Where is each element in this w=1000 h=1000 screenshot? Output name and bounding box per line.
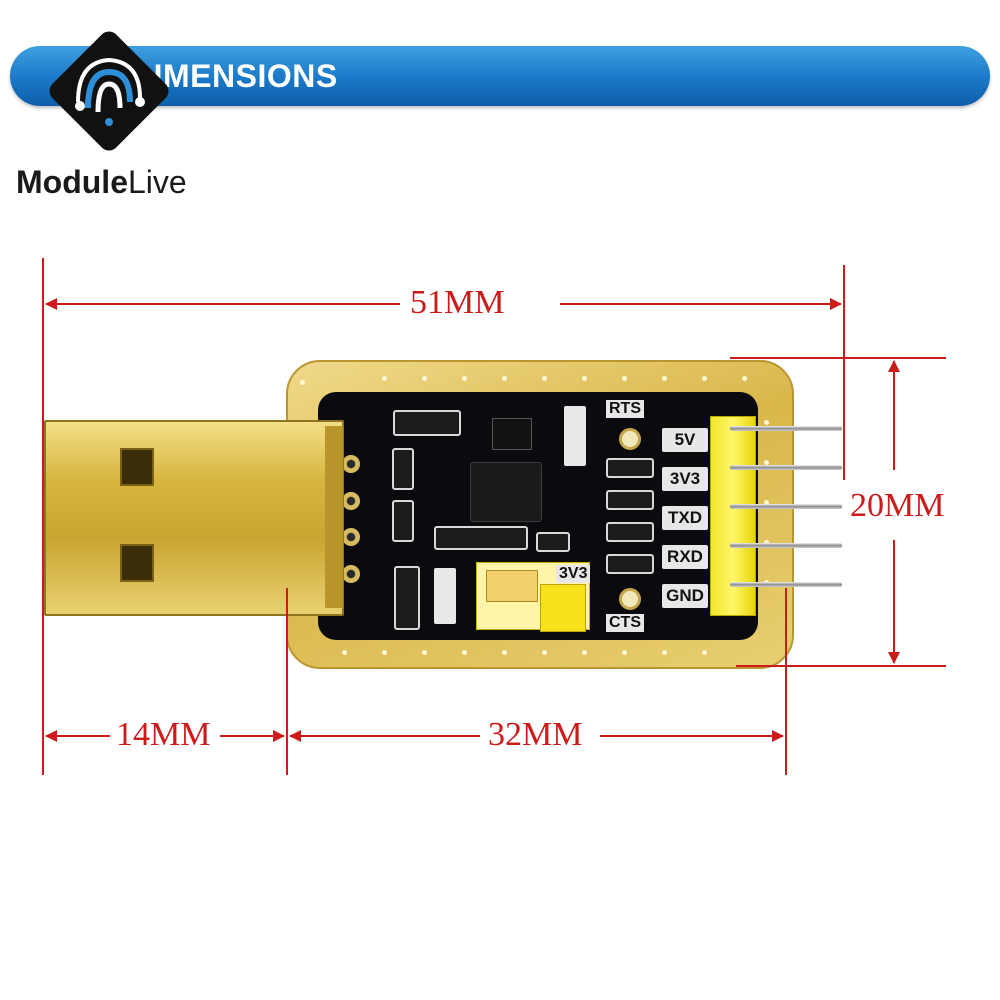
brand-name: ModuleLive xyxy=(16,164,187,201)
capacitor xyxy=(564,406,586,466)
board-via xyxy=(542,650,547,655)
board-via xyxy=(382,376,387,381)
board-via xyxy=(764,500,769,505)
smd-component xyxy=(393,410,461,436)
usb-a-plug xyxy=(44,420,344,616)
brand-bold: Module xyxy=(16,164,128,200)
pin-label-5v: 5V xyxy=(662,428,708,452)
rts-hole xyxy=(619,428,641,450)
pin-label-gnd: GND xyxy=(662,584,708,608)
transistor xyxy=(492,418,532,450)
dimension-overall-length: 51MM xyxy=(406,284,509,322)
board-via xyxy=(502,650,507,655)
rts-label: RTS xyxy=(606,400,644,418)
ch340-ic-chip xyxy=(470,462,542,522)
modulelive-logo-icon xyxy=(49,31,169,151)
header-pin xyxy=(730,426,842,431)
header-pin xyxy=(730,582,842,587)
board-via xyxy=(462,376,467,381)
header-pin xyxy=(730,465,842,470)
smd-component xyxy=(394,566,420,630)
board-via xyxy=(422,650,427,655)
dimension-usb-length: 14MM xyxy=(112,716,215,754)
usb-solder-pad xyxy=(342,565,360,583)
jumper-pin-block xyxy=(540,584,586,632)
usb-solder-pad xyxy=(342,492,360,510)
smd-component xyxy=(392,448,414,490)
board-via xyxy=(662,376,667,381)
board-via xyxy=(382,650,387,655)
resistor xyxy=(606,490,654,510)
board-via xyxy=(622,650,627,655)
board-via xyxy=(622,376,627,381)
board-via xyxy=(502,376,507,381)
resistor xyxy=(606,458,654,478)
board-via xyxy=(462,650,467,655)
cts-label: CTS xyxy=(606,614,644,632)
jumper-cap xyxy=(486,570,538,602)
board-via xyxy=(582,650,587,655)
usb-solder-pad xyxy=(342,528,360,546)
brand-light: Live xyxy=(127,164,187,200)
board-via xyxy=(582,376,587,381)
header-pin xyxy=(730,543,842,548)
board-via xyxy=(300,380,305,385)
led xyxy=(606,554,654,574)
smd-component xyxy=(392,500,414,542)
header-pin xyxy=(730,504,842,509)
pin-label-txd: TXD xyxy=(662,506,708,530)
board-via xyxy=(342,650,347,655)
pin-label-3v3: 3V3 xyxy=(662,467,708,491)
board-via xyxy=(542,376,547,381)
pin-label-rxd: RXD xyxy=(662,545,708,569)
led xyxy=(606,522,654,542)
board-via xyxy=(422,376,427,381)
board-via xyxy=(764,420,769,425)
smd-component xyxy=(536,532,570,552)
board-via xyxy=(764,460,769,465)
board-via xyxy=(702,376,707,381)
board-via xyxy=(742,376,747,381)
usb-plug-edge xyxy=(325,426,343,608)
capacitor xyxy=(434,568,456,624)
board-via xyxy=(662,650,667,655)
board-via xyxy=(764,540,769,545)
usb-latch-hole xyxy=(120,448,154,486)
header-banner: DIMENSIONS xyxy=(10,46,990,106)
board-via xyxy=(702,650,707,655)
smd-component xyxy=(434,526,528,550)
cts-hole xyxy=(619,588,641,610)
jumper-label: 3V3 xyxy=(556,565,591,583)
usb-solder-pad xyxy=(342,455,360,473)
dimension-board-length: 32MM xyxy=(484,716,587,754)
dimension-width: 20MM xyxy=(846,487,949,525)
usb-latch-hole xyxy=(120,544,154,582)
